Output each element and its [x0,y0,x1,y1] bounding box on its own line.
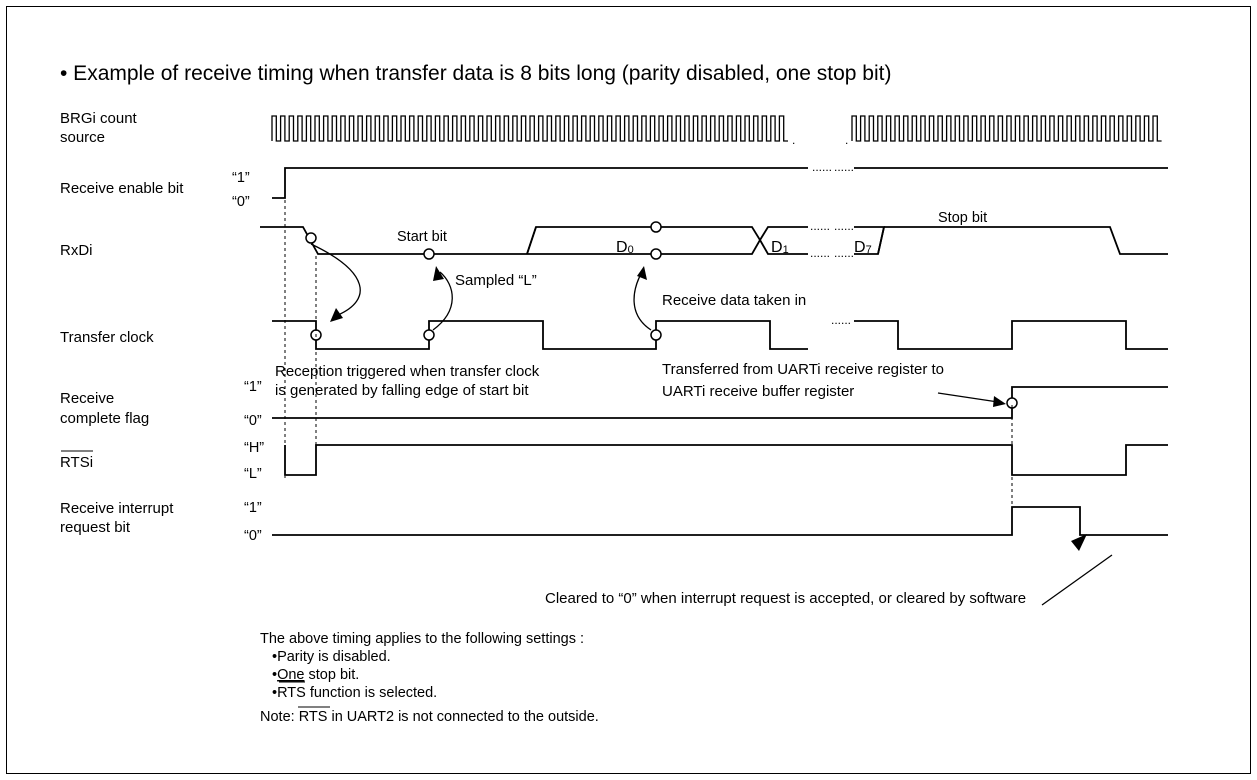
re-level-0: “0” [232,194,250,210]
re-ellipsis-b: ...... [834,160,854,174]
cleared-arrowhead [1071,534,1087,551]
receive-enable-wave [272,167,808,199]
brg-dot-a: . [792,133,795,147]
setting-rts: •RTS function is selected. [272,685,437,701]
rxdi-d1-bottom [759,239,808,255]
rxdi-stop [884,226,1168,255]
transferred-line2: UARTi receive buffer register [662,383,854,400]
sample-point-3b [650,248,662,260]
rcf-label-line1: Receive [60,390,114,407]
rir-level-0: “0” [244,528,262,544]
d1-label: D1 [771,239,789,256]
rir-label-line2: request bit [60,519,131,536]
sample-point-2 [423,248,435,260]
data-taken-arrowhead [637,266,647,280]
rcf-level-1: “1” [244,379,262,395]
rx-ellipsis-b: ...... [810,246,830,260]
clock-point-2 [423,329,435,341]
brg-clock-waveform [271,115,788,142]
cleared-arrow-spacer [1080,545,1112,555]
rts-level-h: “H” [244,440,264,456]
rcf-level-0: “0” [244,413,262,429]
sample-point-1 [305,232,317,244]
transferred-line1: Transferred from UARTi receive register … [662,361,944,378]
clock-point-3 [650,329,662,341]
rts-level-l: “L” [244,466,262,482]
applies-note: The above timing applies to the followin… [260,631,584,647]
transferred-arrow [937,392,999,403]
rir-level-1: “1” [244,500,262,516]
sampled-arrowhead [433,266,444,281]
cleared-arrow [1041,554,1113,606]
setting-stop-bit: •One stop bit. [272,667,359,683]
re-ellipsis-a: ...... [812,160,832,174]
stop-bit-label: Stop bit [938,210,987,226]
transfer-clock-label: Transfer clock [60,329,154,346]
rx-ellipsis-a: ...... [810,219,830,233]
tc-ellipsis: ...... [831,313,851,327]
data-taken-arrow [633,271,652,331]
sample-point-3a [650,221,662,233]
rx-ellipsis-d: ...... [834,246,854,260]
rx-ellipsis-c: ...... [834,219,854,233]
trigger-arrowhead [330,308,343,322]
start-bit-label: Start bit [397,229,447,245]
cleared-label: Cleared to “0” when interrupt request is… [545,590,1026,607]
d7-label: D7 [854,239,872,256]
receive-enable-label: Receive enable bit [60,180,184,197]
reception-triggered-line2: is generated by falling edge of start bi… [275,382,529,399]
rcf-label-line2: complete flag [60,410,149,427]
receive-interrupt-wave [272,506,1168,536]
transfer-clock-wave [272,320,808,350]
rir-label-line1: Receive interrupt [60,500,174,517]
rtsi-wave [284,444,1168,476]
brg-dot-b: . [845,133,848,147]
receive-data-taken-label: Receive data taken in [662,292,806,309]
rxdi-d0-left-edge [526,226,537,255]
brg-label-line2: source [60,129,105,146]
transfer-clock-wave-2 [854,320,1168,350]
trigger-arrow [310,243,361,316]
uart2-note: Note: RTS in UART2 is not connected to t… [260,709,599,725]
setting-parity: •Parity is disabled. [272,649,391,665]
diagram-title: • Example of receive timing when transfe… [60,62,891,85]
brg-clock-waveform-2 [851,115,1162,142]
rxdi-d1-top [759,226,808,241]
sampled-l-label: Sampled “L” [455,272,537,289]
rtsi-label: RTSi [60,454,93,471]
reception-triggered-line1: Reception triggered when transfer clock [275,363,540,380]
brg-label-line1: BRGi count [60,110,138,127]
d0-label: D0 [616,239,634,256]
transferred-arrowhead [993,396,1006,407]
rxdi-label: RxDi [60,242,93,259]
rxdi-d7-edge [877,226,885,255]
rxdi-wave-start [260,226,762,255]
sampled-arrow [432,271,453,331]
re-level-1: “1” [232,170,250,186]
